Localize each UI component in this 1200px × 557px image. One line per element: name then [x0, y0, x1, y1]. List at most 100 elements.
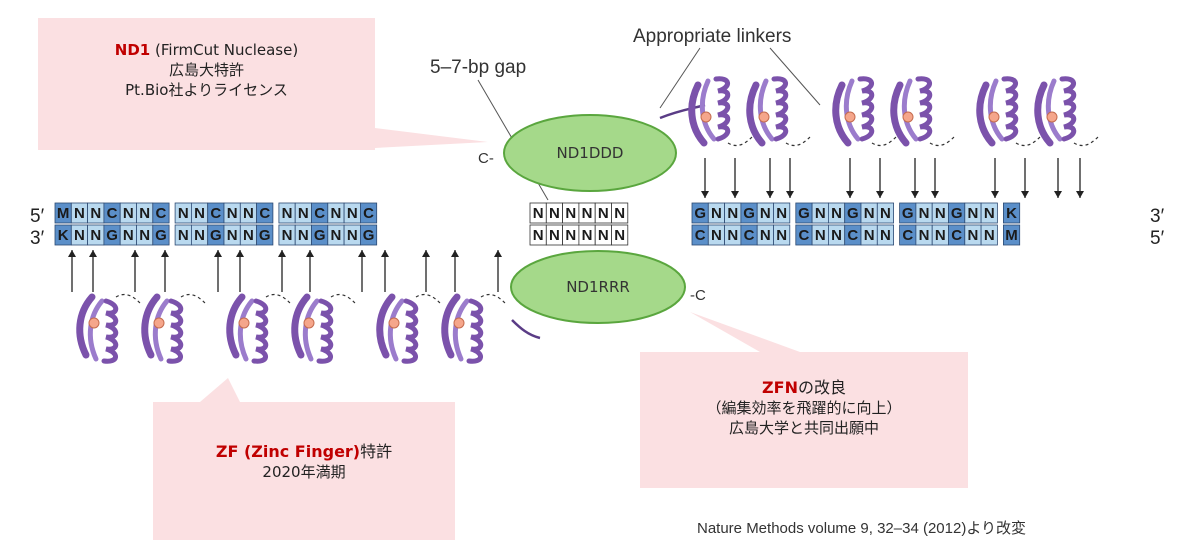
citation: Nature Methods volume 9, 32–34 (2012)より改…: [697, 520, 1027, 537]
left-bottom-cell: [152, 224, 170, 246]
lower-arrow-head: [131, 250, 139, 257]
left-bottom-base: N: [282, 227, 293, 244]
three-prime-right: 3′: [1150, 206, 1165, 227]
linker-top: [659, 103, 706, 120]
right-top-cell: [980, 202, 998, 224]
right-top-base: N: [815, 205, 826, 222]
callout-zfn: ZFNの改良 （編集効率を飛躍的に向上） 広島大学と共同出願中: [640, 352, 968, 488]
nd1rrr-label: ND1RRR: [566, 278, 630, 296]
lower-arrow-head: [494, 250, 502, 257]
right-bottom-base: N: [815, 227, 826, 244]
upper-arrow-head: [731, 191, 739, 198]
right-bottom-base: N: [935, 227, 946, 244]
lower-zinc-finger: [141, 293, 206, 364]
left-top-base: C: [107, 205, 118, 222]
right-top-base: G: [951, 205, 963, 222]
zfn-line3: 広島大学と共同出願中: [728, 419, 879, 437]
three-prime-left: 3′: [30, 228, 45, 249]
zfn-title-rest: の改良: [797, 378, 846, 397]
linker-pointer-line-2: [769, 47, 821, 106]
left-top-base: N: [243, 205, 254, 222]
left-bottom-cell: [359, 224, 378, 246]
left-top-base: C: [210, 205, 221, 222]
right-top-base: G: [798, 205, 810, 222]
gap-top-base: N: [598, 205, 609, 222]
right-bottom-base: C: [799, 227, 810, 244]
right-top-base: N: [919, 205, 930, 222]
linkers-label: Appropriate linkers: [633, 26, 791, 47]
lower-zinc-finger: [376, 293, 441, 364]
lower-zinc-finger: [226, 293, 291, 364]
zf-title-red: ZF (Zinc Finger): [215, 442, 361, 461]
right-bottom-base: C: [951, 227, 962, 244]
left-top-base: C: [363, 205, 374, 222]
c-terminus-top: C-: [478, 150, 494, 167]
right-bottom-base: C: [695, 227, 706, 244]
right-top-base: G: [694, 205, 706, 222]
right-top-base: N: [935, 205, 946, 222]
right-top-cell: [876, 202, 894, 224]
lower-zinc-finger: [441, 293, 506, 364]
lower-arrow-head: [214, 250, 222, 257]
upper-arrow-head: [876, 191, 884, 198]
nd1-title: ND1 (FirmCut Nuclease): [38, 40, 375, 60]
left-bottom-base: N: [298, 227, 309, 244]
lower-arrow-head: [381, 250, 389, 257]
gap-top-base: N: [533, 205, 544, 222]
right-bottom-base: N: [919, 227, 930, 244]
left-bottom-base: N: [347, 227, 358, 244]
left-top-base: N: [74, 205, 85, 222]
gap-bottom-base: N: [598, 227, 609, 244]
right-top-base: N: [727, 205, 738, 222]
upper-zinc-finger: [688, 76, 753, 147]
right-top-base: K: [1006, 205, 1017, 222]
right-bottom-base: N: [984, 227, 995, 244]
left-top-base: N: [178, 205, 189, 222]
left-top-base: N: [194, 205, 205, 222]
right-top-base: N: [760, 205, 771, 222]
left-top-base: N: [139, 205, 150, 222]
left-bottom-base: N: [74, 227, 85, 244]
lower-arrow-head: [68, 250, 76, 257]
left-top-base: C: [156, 205, 167, 222]
left-bottom-base: N: [90, 227, 101, 244]
right-top-base: G: [847, 205, 859, 222]
right-top-cell: [1003, 202, 1021, 224]
lower-zinc-finger: [291, 293, 356, 364]
right-bottom-cell: [980, 224, 998, 246]
nd1rrr-domain: [510, 250, 686, 324]
gap-top-base: N: [582, 205, 593, 222]
gap-bottom-base: N: [549, 227, 560, 244]
upper-arrow-head: [1054, 191, 1062, 198]
upper-zinc-finger: [746, 76, 811, 147]
right-top-base: N: [711, 205, 722, 222]
right-top-base: N: [984, 205, 995, 222]
left-top-base: N: [90, 205, 101, 222]
upper-arrow-head: [1076, 191, 1084, 198]
right-top-base: N: [831, 205, 842, 222]
nd1-title-red: ND1: [114, 41, 151, 59]
right-bottom-base: N: [880, 227, 891, 244]
nd1ddd-domain: [503, 114, 677, 192]
gap-bottom-base: N: [614, 227, 625, 244]
right-bottom-cell: [876, 224, 894, 246]
left-bottom-base: N: [194, 227, 205, 244]
left-bottom-base: G: [363, 227, 375, 244]
right-bottom-base: N: [760, 227, 771, 244]
left-top-base: N: [123, 205, 134, 222]
gap-bottom-base: N: [565, 227, 576, 244]
right-bottom-base: N: [864, 227, 875, 244]
upper-arrow-head: [846, 191, 854, 198]
left-bottom-base: N: [139, 227, 150, 244]
lower-zinc-fingers: [68, 250, 506, 364]
left-bottom-base: G: [155, 227, 167, 244]
upper-arrow-head: [1021, 191, 1029, 198]
zf-pointer: [200, 378, 240, 402]
right-top-base: G: [902, 205, 914, 222]
zfn-pointer: [690, 312, 800, 352]
left-bottom-base: N: [227, 227, 238, 244]
upper-arrow-head: [786, 191, 794, 198]
gap-top-base: N: [565, 205, 576, 222]
